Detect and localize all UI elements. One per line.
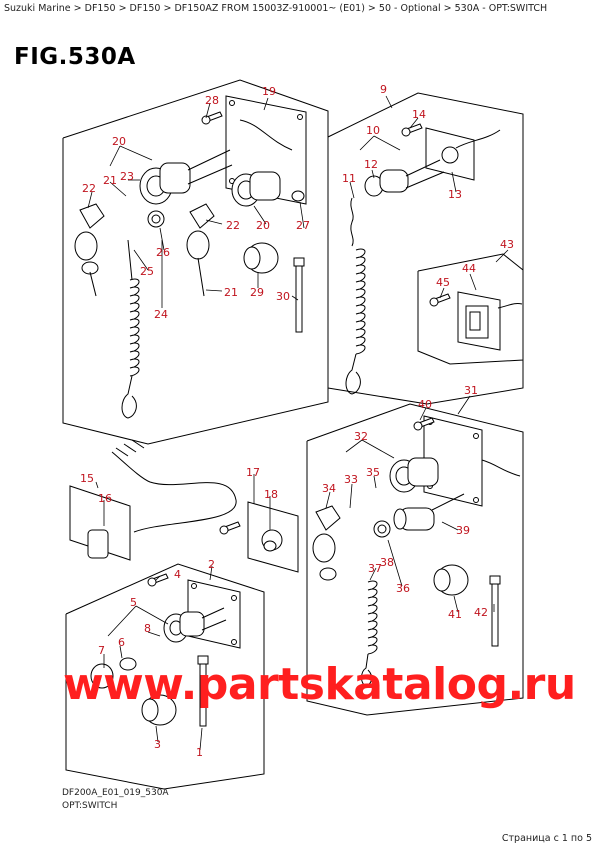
callout-31: 31 xyxy=(464,384,478,397)
callout-28: 28 xyxy=(205,94,219,107)
cap-29 xyxy=(243,242,279,274)
cap-41 xyxy=(433,564,469,596)
callout-35: 35 xyxy=(366,466,380,479)
plate-13 xyxy=(425,127,501,181)
nut-38 xyxy=(373,520,391,538)
callout-34: 34 xyxy=(322,482,336,495)
screw-17 xyxy=(219,521,241,535)
callout-25: 25 xyxy=(140,265,154,278)
callout-18: 18 xyxy=(264,488,278,501)
callout-42: 42 xyxy=(474,606,488,619)
grommet-27 xyxy=(291,190,305,202)
switch-39 xyxy=(393,493,465,531)
callout-27: 27 xyxy=(296,219,310,232)
callout-23: 23 xyxy=(120,170,134,183)
callout-37: 37 xyxy=(368,562,382,575)
switch-44 xyxy=(457,291,523,351)
callout-13: 13 xyxy=(448,188,462,201)
callout-20: 20 xyxy=(112,135,126,148)
callout-45: 45 xyxy=(436,276,450,289)
key-switch-23 xyxy=(139,149,233,205)
tie-30 xyxy=(293,257,305,333)
callout-36: 36 xyxy=(396,582,410,595)
tie-1 xyxy=(197,655,209,727)
callout-5: 5 xyxy=(130,596,137,609)
callout-17: 17 xyxy=(246,466,260,479)
callout-21: 21 xyxy=(103,174,117,187)
callout-19: 19 xyxy=(262,85,276,98)
callout-41: 41 xyxy=(448,608,462,621)
key-switch-20 xyxy=(231,171,281,207)
key-fob-22 xyxy=(74,203,105,297)
breadcrumb[interactable]: Suzuki Marine > DF150 > DF150 > DF150AZ … xyxy=(4,3,548,14)
callout-38: 38 xyxy=(380,556,394,569)
callout-3: 3 xyxy=(154,738,161,751)
callout-39: 39 xyxy=(456,524,470,537)
callout-24: 24 xyxy=(154,308,168,321)
callout-1: 1 xyxy=(196,746,203,759)
callout-21b: 21 xyxy=(224,286,238,299)
callout-26: 26 xyxy=(156,246,170,259)
figure-title: FIG.530A xyxy=(14,44,136,70)
cap-3 xyxy=(141,694,177,726)
callout-2: 2 xyxy=(208,558,215,571)
callout-15: 15 xyxy=(80,472,94,485)
callout-33: 33 xyxy=(344,473,358,486)
switch-18 xyxy=(247,501,299,573)
panel-group-e xyxy=(65,563,265,790)
callout-30: 30 xyxy=(276,290,290,303)
key-switch-5 xyxy=(163,607,227,643)
panel-group-a xyxy=(62,79,329,445)
screw-14 xyxy=(401,123,423,137)
callout-7: 7 xyxy=(98,644,105,657)
lanyard-11 xyxy=(345,197,366,395)
callout-8: 8 xyxy=(144,622,151,635)
callout-11: 11 xyxy=(342,172,356,185)
callout-14: 14 xyxy=(412,108,426,121)
callout-29: 29 xyxy=(250,286,264,299)
watermark: www.partskatalog.ru xyxy=(63,659,576,710)
callout-12: 12 xyxy=(364,158,378,171)
bracket-plate-31 xyxy=(423,415,521,507)
screw-45 xyxy=(429,293,451,307)
callout-40: 40 xyxy=(418,398,432,411)
screw-28 xyxy=(201,111,223,125)
key-fob-21 xyxy=(186,203,215,297)
tie-42 xyxy=(489,575,501,647)
panel-group-d xyxy=(306,403,524,716)
drawing-caption: OPT:SWITCH xyxy=(62,801,118,811)
callout-44: 44 xyxy=(462,262,476,275)
callout-16: 16 xyxy=(98,492,112,505)
callout-22: 22 xyxy=(82,182,96,195)
callout-4: 4 xyxy=(174,568,181,581)
screw-4 xyxy=(147,573,169,587)
callout-20b: 20 xyxy=(256,219,270,232)
page-indicator: Страница с 1 по 5 xyxy=(501,833,592,844)
key-fob-7 xyxy=(90,657,137,689)
coil-cord-36 xyxy=(361,580,378,687)
callout-43: 43 xyxy=(500,238,514,251)
callout-32: 32 xyxy=(354,430,368,443)
callout-labels: 28 19 20 23 21 22 22 20 26 25 27 21 29 3… xyxy=(80,83,514,759)
harness-15 xyxy=(69,439,237,561)
callout-9: 9 xyxy=(380,83,387,96)
key-fob-34 xyxy=(312,505,341,581)
callout-22b: 22 xyxy=(226,219,240,232)
switch-body-12 xyxy=(364,159,445,197)
screw-40 xyxy=(413,417,435,431)
key-switch-35 xyxy=(389,457,439,493)
callout-6: 6 xyxy=(118,636,125,649)
panel-group-c xyxy=(417,253,524,365)
drawing-code: DF200A_E01_019_530A xyxy=(62,788,169,798)
panel-group-b xyxy=(327,92,524,405)
coil-cord-24 xyxy=(121,239,140,419)
nut-26 xyxy=(147,210,165,228)
callout-10: 10 xyxy=(366,124,380,137)
